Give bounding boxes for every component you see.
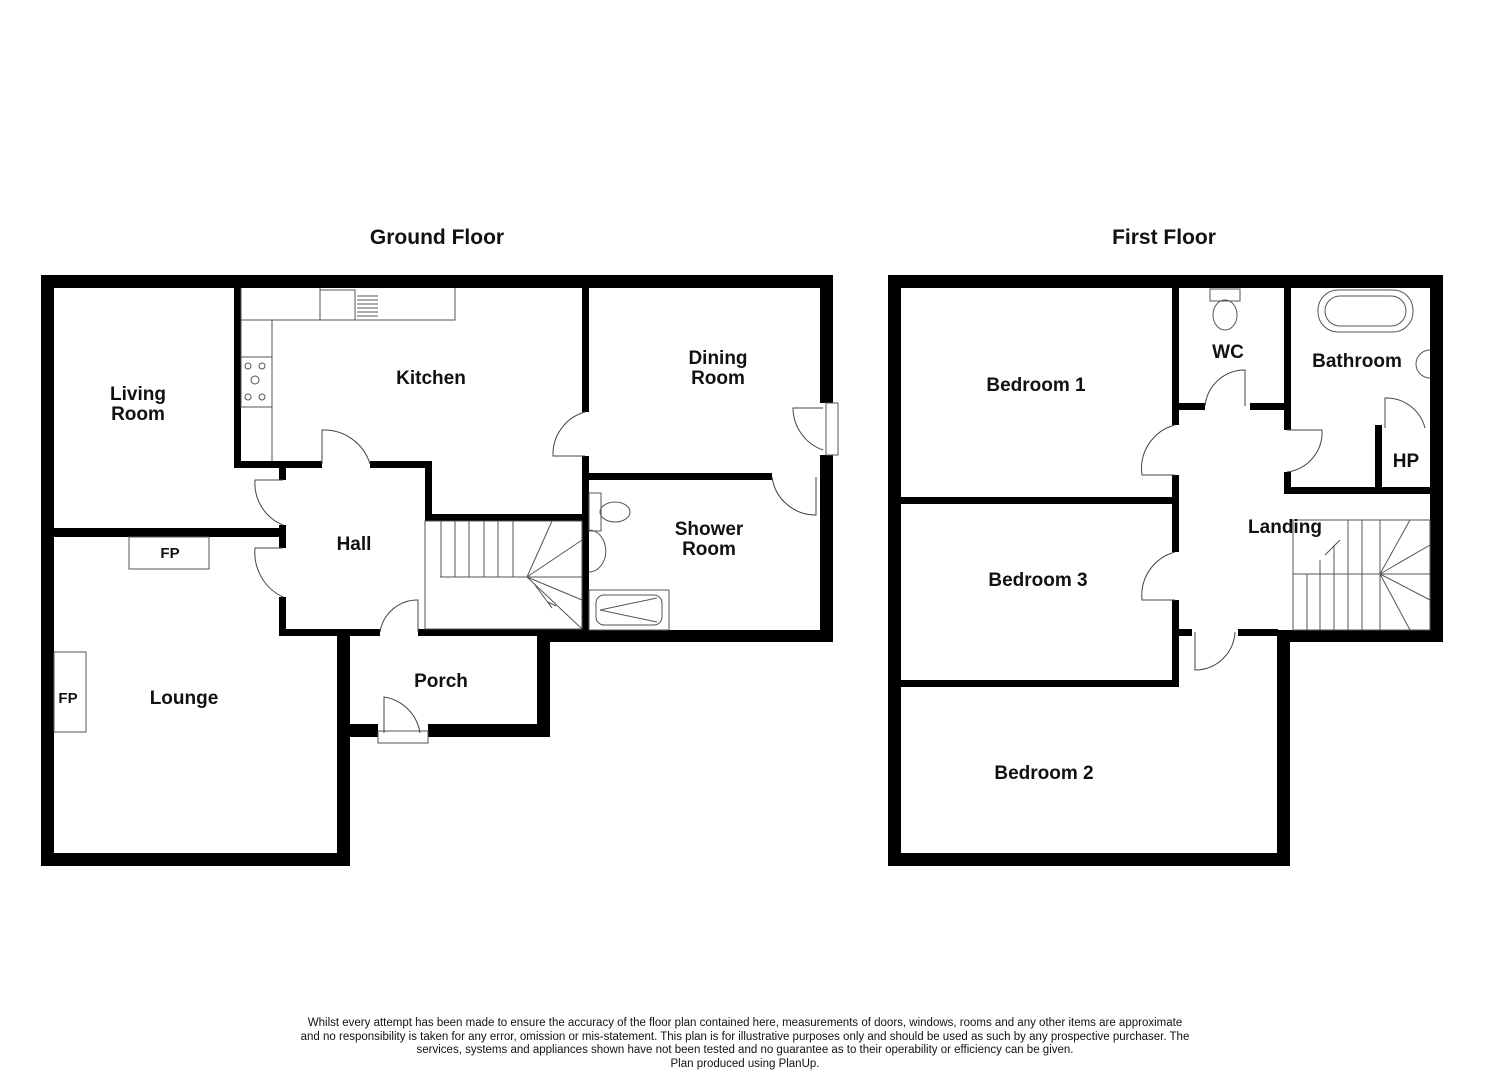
disclaimer-line: Whilst every attempt has been made to en… [307, 1017, 1183, 1029]
room-porch: Porch [414, 671, 468, 692]
fp-label-2: FP [58, 690, 77, 707]
room-bedroom-1: Bedroom 1 [986, 375, 1086, 396]
first-floor: Bedroom 1 WC Bathroom HP Landing Bedroom… [888, 275, 1443, 866]
fireplace-2 [53, 651, 87, 733]
first-floor-title: First Floor [1112, 226, 1216, 249]
room-landing: Landing [1248, 517, 1322, 538]
room-bedroom-2: Bedroom 2 [994, 763, 1093, 784]
room-hp: HP [1393, 451, 1420, 472]
disclaimer-line: services, systems and appliances shown h… [416, 1044, 1074, 1056]
room-bedroom-3: Bedroom 3 [988, 570, 1087, 591]
room-hall: Hall [337, 534, 372, 555]
fireplace-1 [128, 536, 210, 570]
disclaimer-credit: Plan produced using PlanUp. [670, 1057, 820, 1070]
room-bathroom: Bathroom [1312, 351, 1402, 372]
disclaimer-line: and no responsibility is taken for any e… [300, 1030, 1190, 1043]
room-lounge: Lounge [150, 688, 219, 709]
room-kitchen: Kitchen [396, 368, 466, 389]
fp-label-1: FP [160, 545, 179, 562]
disclaimer: Whilst every attempt has been made to en… [240, 1017, 1250, 1071]
ground-floor-title: Ground Floor [370, 226, 504, 249]
room-wc: WC [1212, 342, 1244, 363]
